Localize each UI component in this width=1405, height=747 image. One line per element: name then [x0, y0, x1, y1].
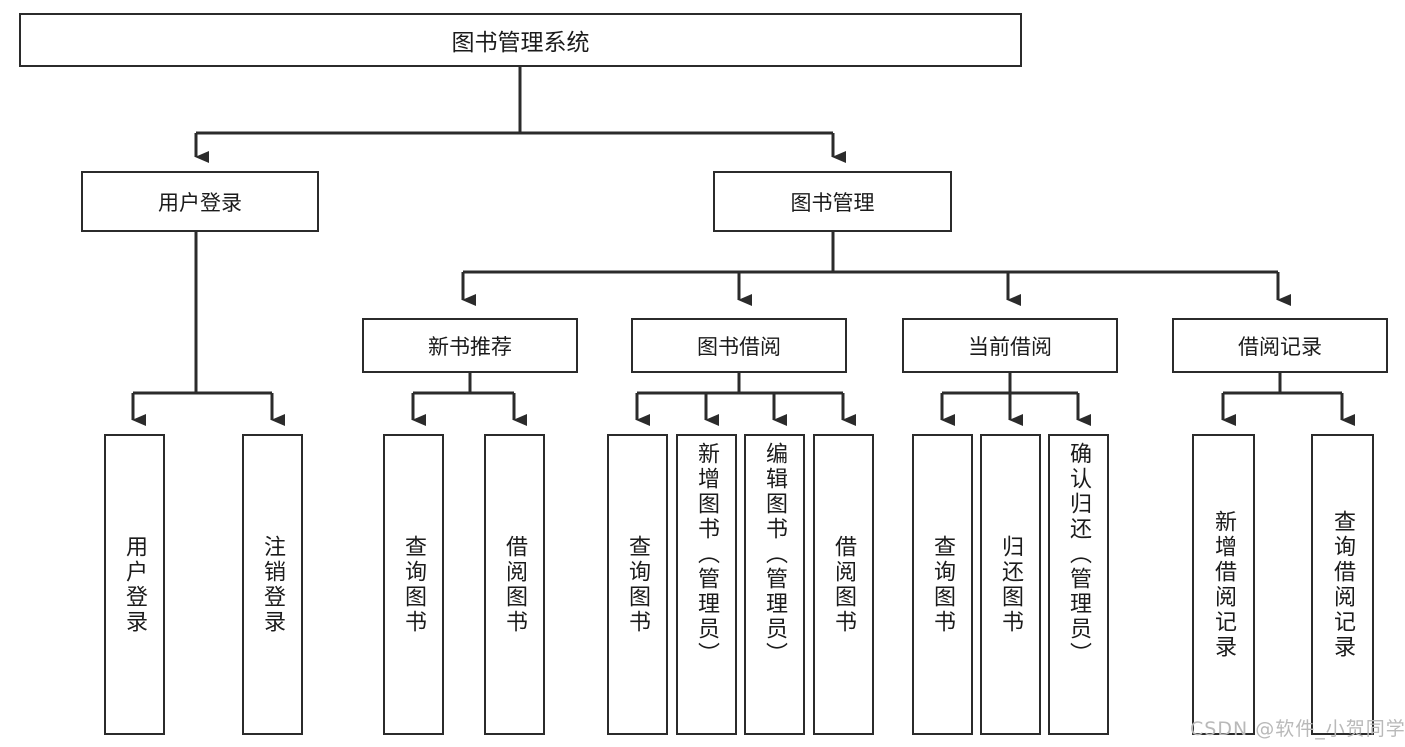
leaf-borrow-add-book[interactable]: 新增图书（管理员）	[676, 434, 737, 735]
node-root[interactable]: 图书管理系统	[19, 13, 1022, 67]
leaf-borrow-query-book[interactable]: 查询图书	[607, 434, 668, 735]
leaf-rec-query-book-label: 查询图书	[401, 534, 427, 635]
node-book-manage[interactable]: 图书管理	[713, 171, 952, 232]
leaf-record-query-label: 查询借阅记录	[1330, 509, 1356, 660]
leaf-rec-query-book[interactable]: 查询图书	[383, 434, 444, 735]
node-user-login[interactable]: 用户登录	[81, 171, 319, 232]
node-current-borrow[interactable]: 当前借阅	[902, 318, 1118, 373]
node-book-borrow-label: 图书借阅	[697, 334, 781, 359]
leaf-borrow-edit-book[interactable]: 编辑图书（管理员）	[744, 434, 805, 735]
leaf-user-login[interactable]: 用户登录	[104, 434, 165, 735]
leaf-record-add-label: 新增借阅记录	[1211, 509, 1237, 660]
node-borrow-record[interactable]: 借阅记录	[1172, 318, 1388, 373]
leaf-current-confirm-return[interactable]: 确认归还（管理员）	[1048, 434, 1109, 735]
leaf-user-logout[interactable]: 注销登录	[242, 434, 303, 735]
leaf-borrow-edit-book-label: 编辑图书（管理员）	[762, 442, 788, 667]
leaf-borrow-borrow-book[interactable]: 借阅图书	[813, 434, 874, 735]
leaf-user-login-label: 用户登录	[122, 534, 148, 635]
node-new-book-rec[interactable]: 新书推荐	[362, 318, 578, 373]
leaf-borrow-query-book-label: 查询图书	[625, 534, 651, 635]
csdn-watermark: CSDN @软件_小贺同学	[1190, 718, 1405, 740]
leaf-record-add[interactable]: 新增借阅记录	[1192, 434, 1255, 735]
leaf-rec-borrow-book[interactable]: 借阅图书	[484, 434, 545, 735]
leaf-user-logout-label: 注销登录	[260, 534, 286, 635]
leaf-borrow-add-book-label: 新增图书（管理员）	[694, 442, 720, 667]
leaf-current-return-book[interactable]: 归还图书	[980, 434, 1041, 735]
node-book-manage-label: 图书管理	[790, 190, 875, 215]
node-root-label: 图书管理系统	[451, 30, 590, 56]
leaf-current-query-book-label: 查询图书	[930, 534, 956, 635]
node-borrow-record-label: 借阅记录	[1238, 334, 1322, 359]
node-current-borrow-label: 当前借阅	[968, 334, 1052, 359]
leaf-record-query[interactable]: 查询借阅记录	[1311, 434, 1374, 735]
node-book-borrow[interactable]: 图书借阅	[631, 318, 847, 373]
node-new-book-rec-label: 新书推荐	[428, 334, 512, 359]
leaf-rec-borrow-book-label: 借阅图书	[502, 534, 528, 635]
leaf-current-return-book-label: 归还图书	[998, 534, 1024, 635]
leaf-current-confirm-return-label: 确认归还（管理员）	[1066, 442, 1092, 667]
leaf-current-query-book[interactable]: 查询图书	[912, 434, 973, 735]
leaf-borrow-borrow-book-label: 借阅图书	[831, 534, 857, 635]
node-user-login-label: 用户登录	[158, 190, 242, 215]
